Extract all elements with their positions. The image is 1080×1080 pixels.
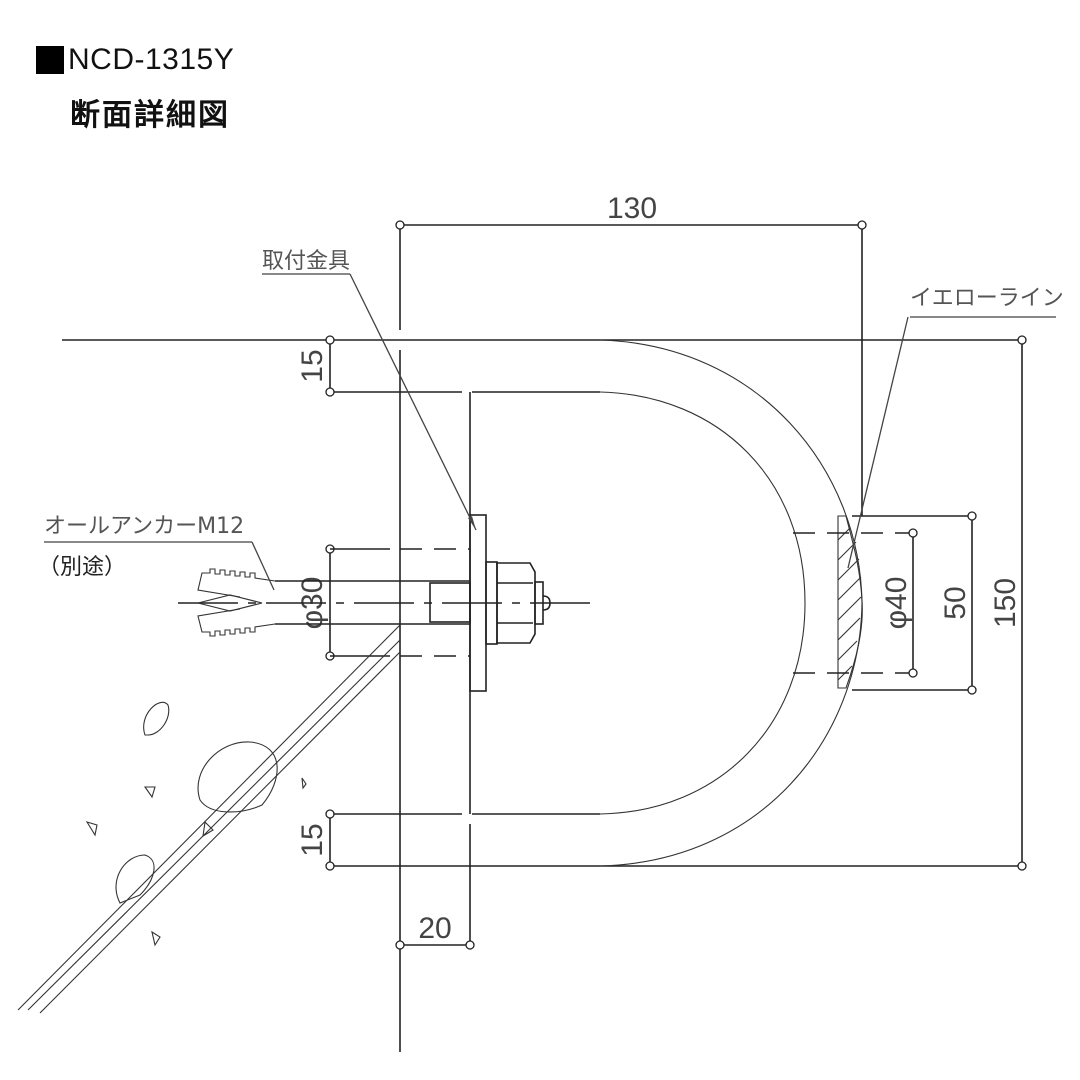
- svg-text:130: 130: [607, 192, 657, 225]
- aggregate-stones: [85, 702, 307, 947]
- dim-bottom-thickness: 15: [296, 809, 335, 871]
- dim-bracket-offset: 20: [395, 912, 475, 950]
- svg-text:取付金具: 取付金具: [262, 249, 350, 274]
- title-line: NCD-1315Y: [36, 40, 234, 80]
- label-anchor: オールアンカーM12 （別途）: [38, 514, 275, 591]
- svg-text:50: 50: [939, 586, 972, 619]
- drawing-subtitle: 断面詳細図: [70, 98, 230, 133]
- nut: [496, 562, 536, 644]
- dim-yellow-band: 50: [939, 511, 977, 695]
- dim-overall-height: 150: [989, 335, 1027, 871]
- label-yellow-line: イエローライン: [847, 286, 1064, 569]
- slope-lines: [17, 624, 401, 1014]
- svg-text:イエローライン: イエローライン: [910, 286, 1064, 311]
- dim-top-thickness: 15: [296, 335, 335, 397]
- svg-text:15: 15: [296, 823, 329, 856]
- svg-text:15: 15: [296, 349, 329, 382]
- yellow-line-insert: [837, 515, 863, 689]
- svg-text:（別途）: （別途）: [38, 555, 126, 580]
- dim-overall-width: 130: [395, 192, 867, 516]
- title-block: NCD-1315Y 断面詳細図: [36, 40, 234, 134]
- title-square-icon: [36, 46, 64, 74]
- dim-yellow-line-dia: φ40: [880, 528, 918, 678]
- product-body: [330, 339, 863, 946]
- svg-text:φ40: φ40: [880, 577, 913, 630]
- svg-text:オールアンカーM12: オールアンカーM12: [44, 514, 244, 539]
- svg-text:20: 20: [418, 912, 451, 945]
- anchor-bolt: [178, 514, 592, 692]
- label-mounting-bracket: 取付金具: [262, 249, 477, 531]
- model-code: NCD-1315Y: [68, 43, 235, 76]
- svg-text:150: 150: [989, 578, 1022, 628]
